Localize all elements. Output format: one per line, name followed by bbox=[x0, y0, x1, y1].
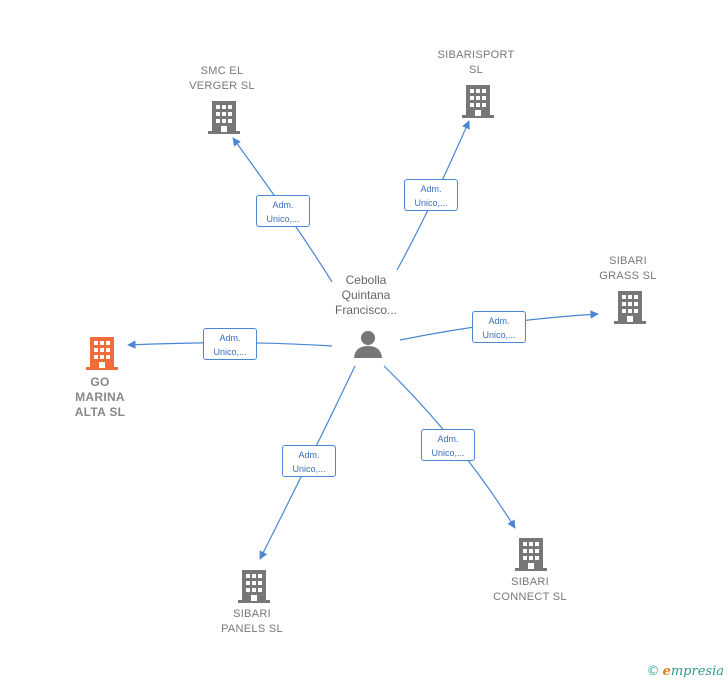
building-icon[interactable] bbox=[614, 290, 646, 324]
company-label-sibarisport[interactable]: SIBARISPORT SL bbox=[437, 49, 515, 76]
building-icon[interactable] bbox=[208, 100, 240, 134]
copyright-icon: © bbox=[646, 664, 660, 679]
person-icon[interactable] bbox=[353, 329, 383, 359]
relation-box-sibarisport[interactable]: Adm. Unico,... bbox=[404, 179, 458, 211]
relation-box-smc[interactable]: Adm. Unico,... bbox=[256, 195, 310, 227]
company-label-panels[interactable]: SIBARI PANELS SL bbox=[221, 608, 283, 635]
empresia-logo[interactable]: ©empresia bbox=[646, 664, 724, 679]
company-label-grass[interactable]: SIBARI GRASS SL bbox=[599, 255, 657, 282]
building-icon[interactable] bbox=[238, 569, 270, 603]
building-icon[interactable] bbox=[462, 84, 494, 118]
relation-box-gomarina[interactable]: Adm. Unico,... bbox=[203, 328, 257, 360]
relation-box-grass[interactable]: Adm. Unico,... bbox=[472, 311, 526, 343]
company-label-connect[interactable]: SIBARI CONNECT SL bbox=[493, 576, 567, 603]
building-icon[interactable] bbox=[86, 336, 118, 370]
company-label-gomarina[interactable]: GO MARINA ALTA SL bbox=[74, 375, 126, 419]
person-name[interactable]: Cebolla Quintana Francisco... bbox=[334, 273, 397, 317]
company-label-smc[interactable]: SMC EL VERGER SL bbox=[189, 65, 255, 92]
relation-box-panels[interactable]: Adm. Unico,... bbox=[282, 445, 336, 477]
building-icon[interactable] bbox=[515, 537, 547, 571]
relation-box-connect[interactable]: Adm. Unico,... bbox=[421, 429, 475, 461]
